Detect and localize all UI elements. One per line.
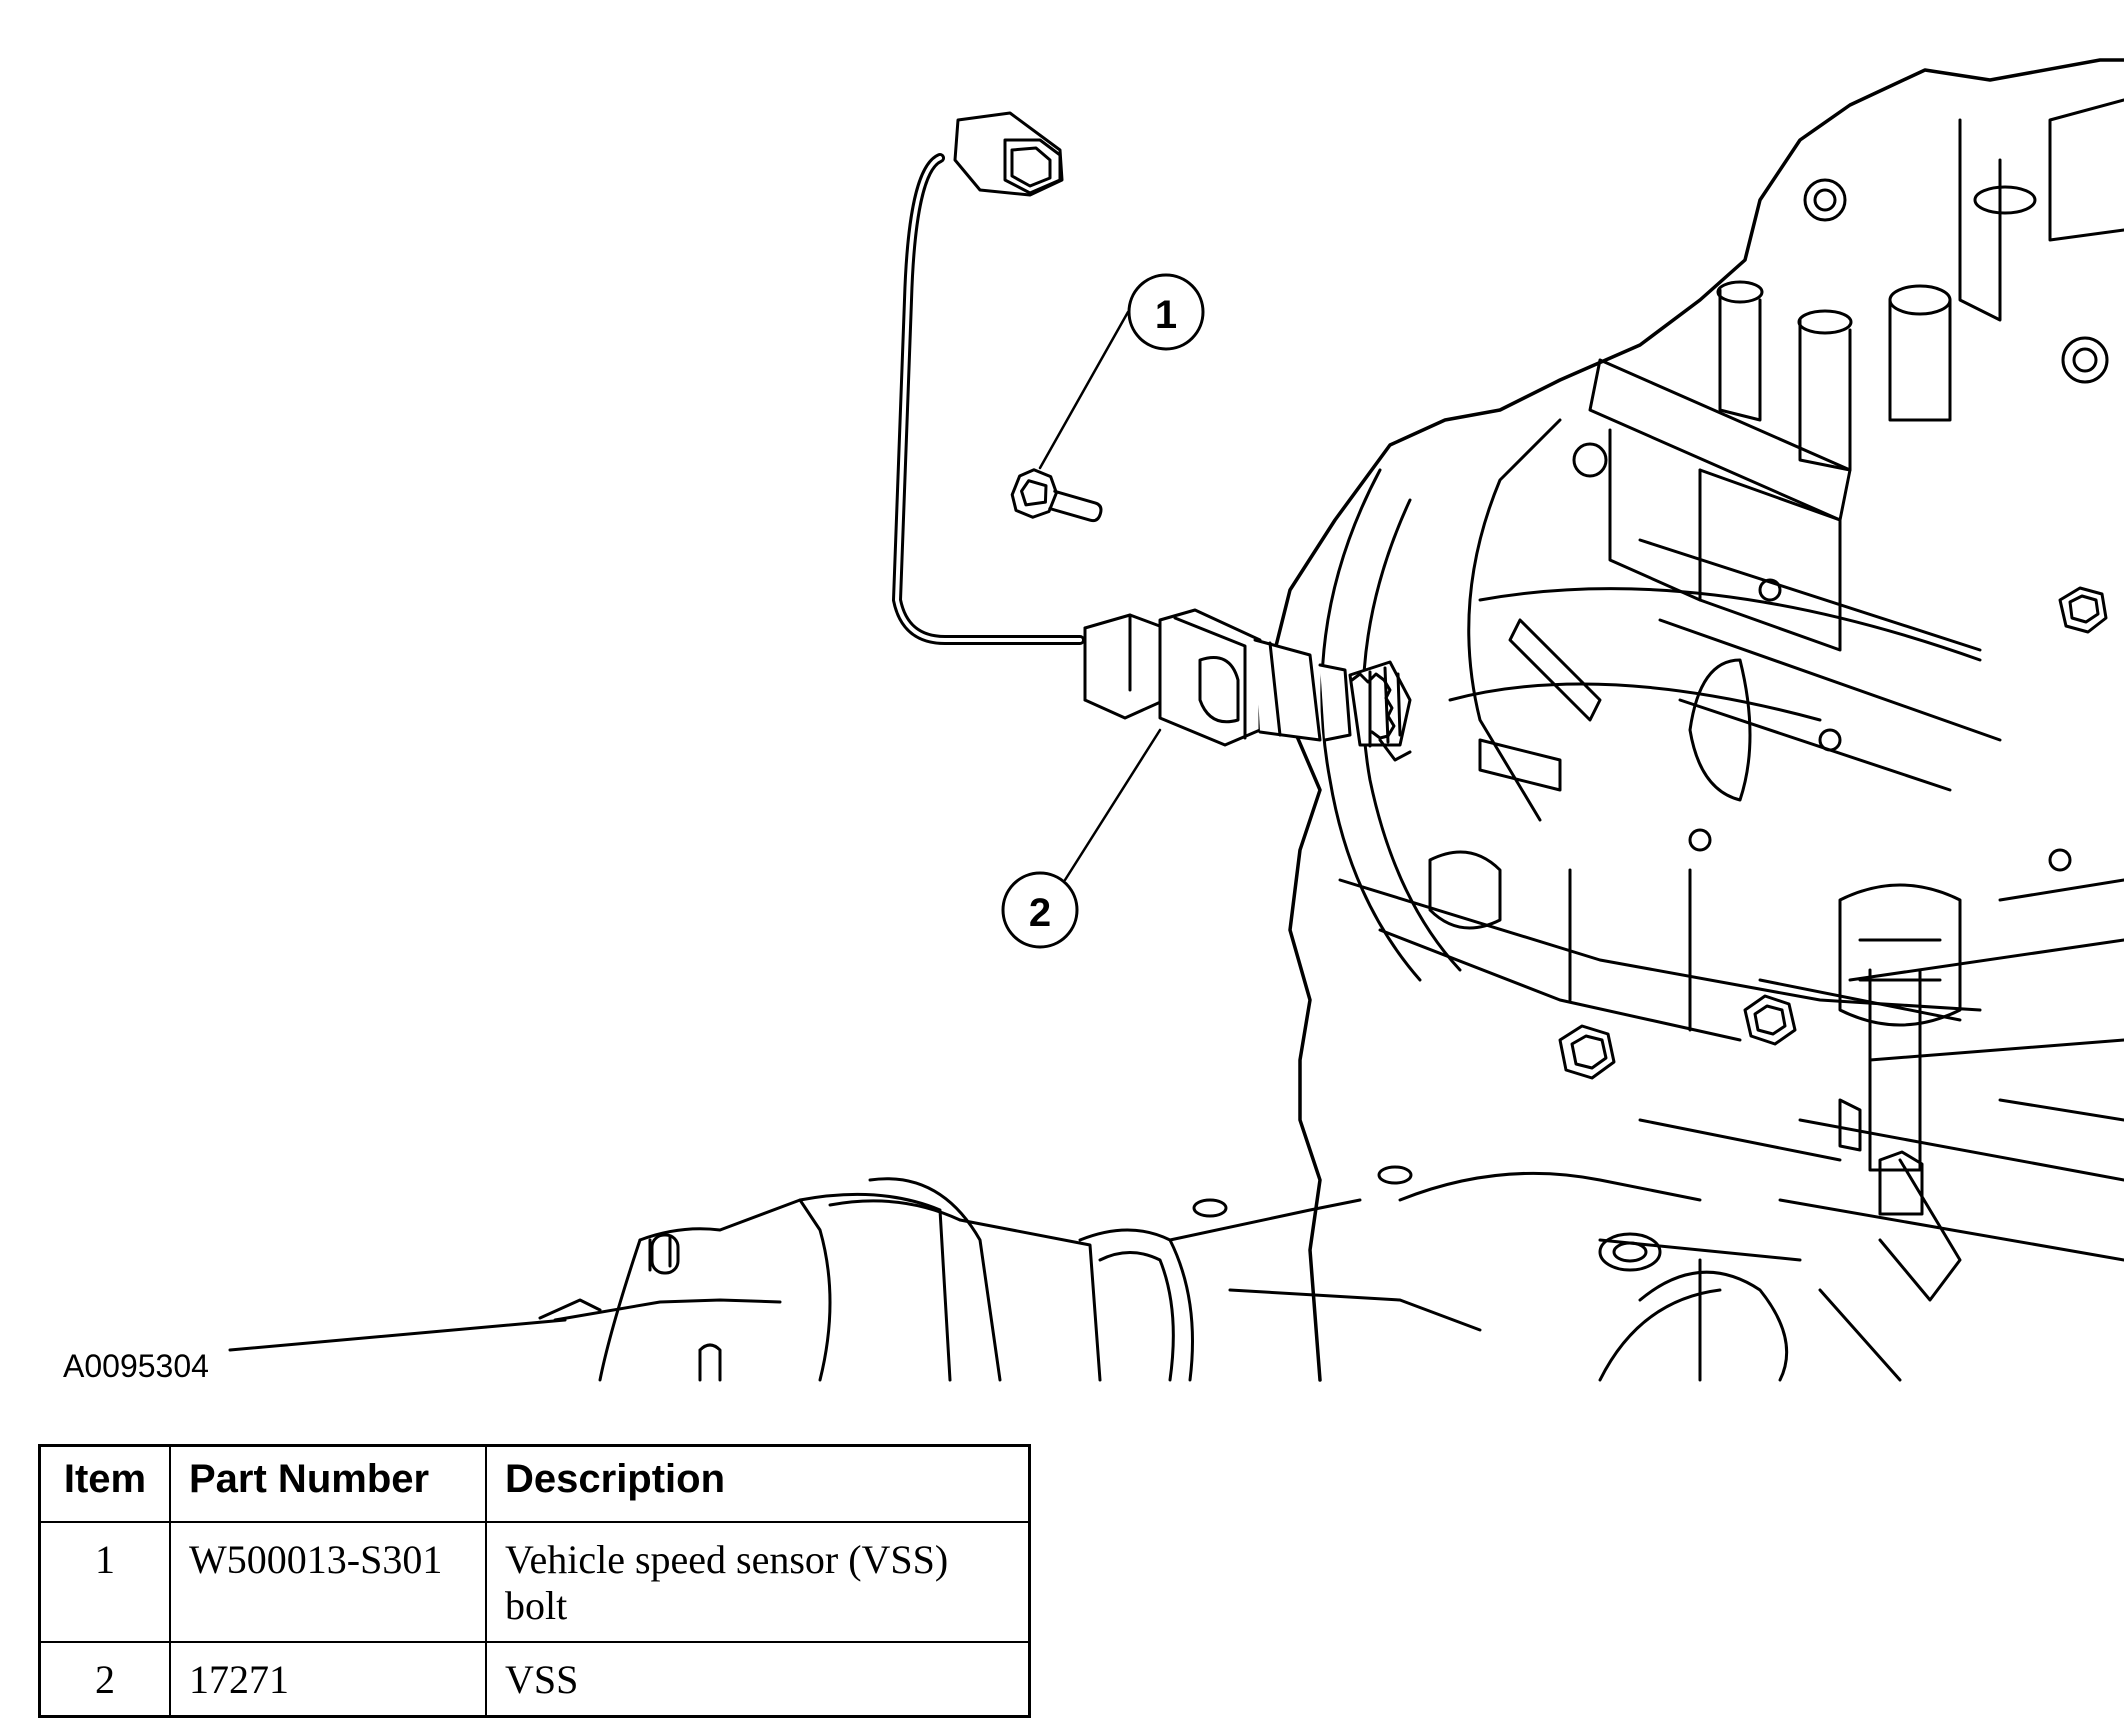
row-part-number: W500013-S301 [169,1521,487,1643]
callout-1: 1 [1038,273,1205,470]
vss-sensor [892,111,1412,762]
parts-table: Item Part Number Description 1 W500013-S… [38,1444,1031,1718]
vss-bolt [1010,468,1103,523]
callout-2-number: 2 [1029,891,1051,935]
exploded-diagram: 1 2 A0095304 [63,58,2124,1384]
row-part-number: 17271 [169,1641,487,1718]
header-part-number: Part Number [169,1444,487,1523]
row-item: 2 [38,1641,171,1718]
table-row: 2 17271 VSS [38,1641,1031,1718]
header-item: Item [38,1444,171,1523]
row-item: 1 [38,1521,171,1643]
header-description: Description [485,1444,1031,1523]
row-description: VSS [485,1641,1031,1718]
table-header-row: Item Part Number Description [38,1444,1031,1523]
output-shaft-housing [538,1177,1482,1382]
callout-1-number: 1 [1155,293,1177,337]
table-row: 1 W500013-S301 Vehicle speed sensor (VSS… [38,1521,1031,1643]
transmission-case [1192,58,2124,1382]
callout-2: 2 [1001,728,1162,949]
figure-id-label: A0095304 [63,1348,209,1384]
row-description: Vehicle speed sensor (VSS) bolt [485,1521,1031,1643]
